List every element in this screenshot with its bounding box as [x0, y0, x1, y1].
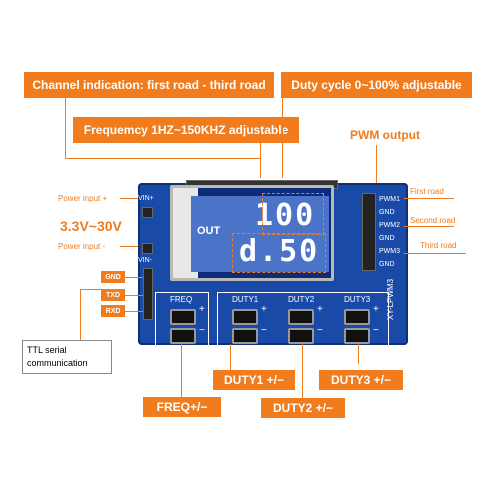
duty2-ctrl-leader: [302, 344, 303, 404]
rxd-tag: RXD: [101, 305, 125, 317]
txd-tag: TXD: [101, 289, 125, 301]
uart-header: [143, 268, 153, 320]
ttl-leader-h: [80, 289, 101, 290]
freq-ctrl-leader: [181, 344, 182, 402]
lcd-out-label: OUT: [197, 225, 221, 237]
voltage-label: 3.3V~30V: [60, 218, 122, 234]
ttl-serial-box: TTL serial communication: [22, 340, 112, 374]
output-pin-header: [362, 193, 376, 271]
freq-control-callout: FREQ+/−: [143, 397, 221, 417]
second-road-label: Second road: [410, 216, 456, 225]
duty2-plus-button[interactable]: [288, 309, 314, 325]
vin-plus-pin: [142, 207, 153, 218]
duty-digits-outline: [232, 233, 326, 273]
duty3-control-callout: DUTY3 +/−: [319, 370, 403, 390]
pwm-leader: [376, 145, 377, 190]
freq-minus-button[interactable]: [170, 328, 196, 344]
channel-leader-h: [65, 158, 260, 159]
first-road-label: First road: [410, 187, 444, 196]
duty1-control-callout: DUTY1 +/−: [213, 370, 295, 390]
pin-pwm2: PWM2: [379, 222, 400, 229]
freq-digits-outline: [262, 193, 324, 235]
frequency-callout: Frequemcy 1HZ~150KHZ adjustable: [73, 117, 299, 143]
duty-button-frame: [217, 292, 389, 346]
duty-range-callout: Duty cycle 0~100% adjustable: [281, 72, 472, 98]
duty1-plus-sign: +: [261, 304, 267, 315]
duty2-silk: DUTY2: [288, 295, 315, 304]
duty-leader: [282, 98, 283, 178]
power-input-plus-label: Power input +: [58, 194, 108, 203]
freq-plus-button[interactable]: [170, 309, 196, 325]
duty1-minus-sign: −: [261, 325, 267, 336]
power-plus-leader: [120, 198, 150, 199]
freq-plus-sign: +: [199, 304, 205, 315]
freq-button-frame: [155, 292, 209, 346]
duty3-plus-sign: +: [373, 304, 379, 315]
third-road-label: Third road: [420, 241, 457, 250]
channel-callout: Channel indication: first road - third r…: [24, 72, 274, 98]
duty2-minus-button[interactable]: [288, 328, 314, 344]
freq-silk: FREQ: [170, 295, 193, 304]
vin-minus-label: VIN-: [138, 257, 152, 264]
gnd-leader: [125, 277, 145, 278]
pin-pwm3: PWM3: [379, 248, 400, 255]
second-road-leader: [404, 226, 454, 227]
power-minus-leader: [120, 246, 150, 247]
pwm-output-label: PWM output: [350, 128, 420, 142]
model-silk: XY-LPWM3: [386, 278, 395, 320]
channel-leader: [65, 98, 66, 158]
duty1-plus-button[interactable]: [232, 309, 258, 325]
duty3-ctrl-leader: [358, 344, 359, 364]
lcd-bottom-value: d.50: [239, 234, 320, 269]
duty3-silk: DUTY3: [344, 295, 371, 304]
ttl-line-2: communication: [27, 358, 88, 368]
duty3-plus-button[interactable]: [344, 309, 370, 325]
ttl-line-1: TTL serial: [27, 345, 67, 355]
power-input-minus-label: Power input -: [58, 242, 106, 251]
duty3-minus-sign: −: [373, 325, 379, 336]
vin-minus-pin: [142, 243, 153, 254]
duty1-minus-button[interactable]: [232, 328, 258, 344]
first-road-leader: [404, 198, 454, 199]
duty1-ctrl-leader: [230, 344, 231, 379]
pin-gnd-2: GND: [379, 235, 395, 242]
duty2-plus-sign: +: [317, 304, 323, 315]
vin-plus-label: VIN+: [138, 195, 154, 202]
gnd-tag: GND: [101, 271, 125, 283]
duty1-silk: DUTY1: [232, 295, 259, 304]
rxd-leader: [125, 311, 145, 312]
lcd-top-value: 100: [255, 198, 316, 233]
duty2-minus-sign: −: [317, 325, 323, 336]
freq-minus-sign: −: [199, 325, 205, 336]
pin-gnd-3: GND: [379, 261, 395, 268]
pin-pwm1: PWM1: [379, 196, 400, 203]
txd-leader: [125, 295, 145, 296]
pin-gnd-1: GND: [379, 209, 395, 216]
duty2-control-callout: DUTY2 +/−: [261, 398, 345, 418]
ttl-leader-v: [80, 289, 81, 341]
duty3-minus-button[interactable]: [344, 328, 370, 344]
third-road-leader: [404, 253, 466, 254]
lcd-display: OUT 100 d.50: [170, 185, 334, 281]
freq-leader: [260, 143, 261, 178]
